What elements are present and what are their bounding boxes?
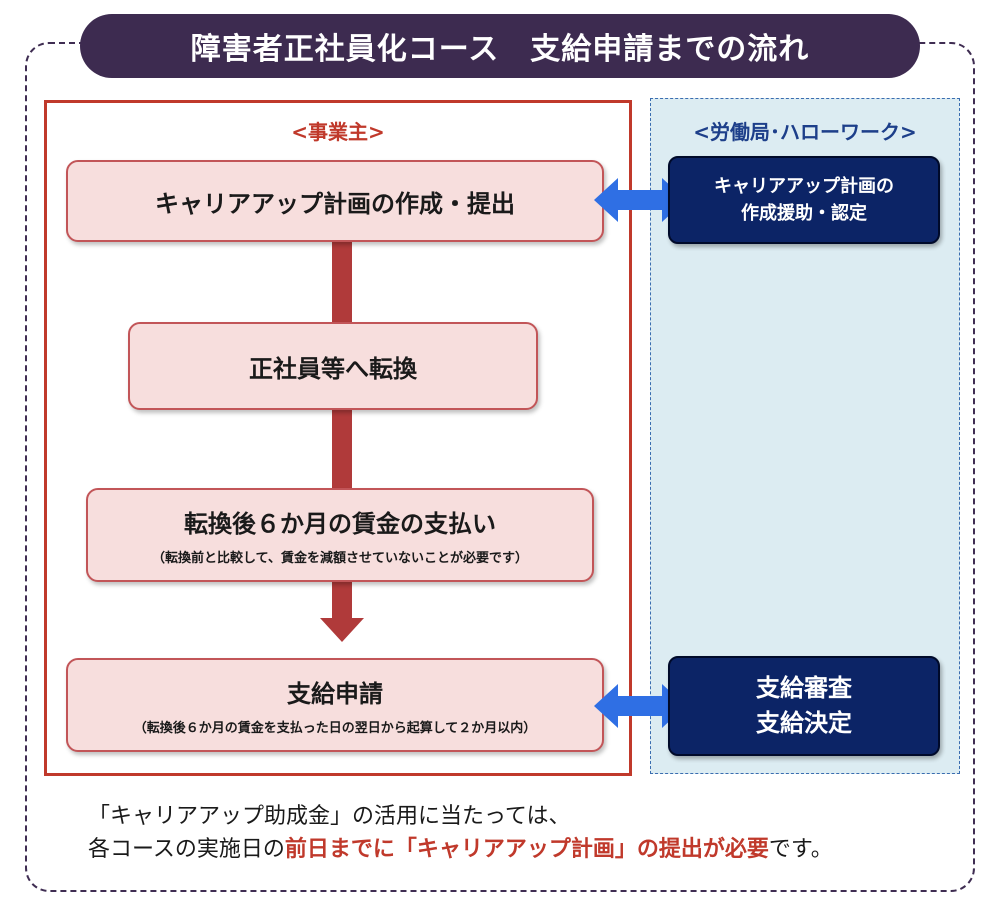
footer-line-1: 「キャリアアップ助成金」の活用に当たっては、 (88, 804, 571, 829)
step-conversion-to-regular: 正社員等へ転換 (128, 322, 538, 410)
box-line: 作成援助・認定 (741, 203, 867, 224)
step-note: （転換後６か月の賃金を支払った日の翌日から起算して２か月以内） (133, 721, 537, 736)
step-label: 転換後６か月の賃金の支払い (184, 510, 496, 538)
footer-suffix: です。 (768, 837, 833, 862)
diagram-title: 障害者正社員化コース 支給申請までの流れ (80, 14, 920, 78)
footer-note: 「キャリアアップ助成金」の活用に当たっては、 各コースの実施日の前日までに「キャ… (88, 800, 948, 866)
plan-support-certification-box: キャリアアップ計画の 作成援助・認定 (668, 156, 940, 244)
double-arrow-icon (594, 684, 686, 728)
footer-emphasis: 前日までに「キャリアアップ計画」の提出が必要 (284, 837, 769, 862)
step-label: 正社員等へ転換 (249, 354, 417, 383)
box-line: 支給審査 (756, 674, 852, 703)
down-arrow-icon (320, 618, 364, 642)
step-career-up-plan: キャリアアップ計画の作成・提出 (66, 160, 604, 242)
review-decision-box: 支給審査 支給決定 (668, 656, 940, 756)
step-wage-payment: 転換後６か月の賃金の支払い （転換前と比較して、賃金を減額させていないことが必要… (86, 488, 594, 582)
flow-connector (332, 410, 352, 492)
flow-connector (332, 240, 352, 324)
box-line: 支給決定 (756, 709, 852, 737)
step-label: 支給申請 (287, 680, 383, 708)
footer-line-2: 各コースの実施日の前日までに「キャリアアップ計画」の提出が必要です。 (88, 833, 948, 866)
employer-heading: <事業主> (291, 120, 385, 144)
box-line: キャリアアップ計画の (714, 176, 894, 197)
footer-prefix: 各コースの実施日の (88, 837, 285, 862)
step-label: キャリアアップ計画の作成・提出 (155, 189, 515, 218)
step-subsidy-application: 支給申請 （転換後６か月の賃金を支払った日の翌日から起算して２か月以内） (66, 658, 604, 752)
flow-connector (332, 580, 352, 620)
step-note: （転換前と比較して、賃金を減額させていないことが必要です） (152, 551, 528, 566)
labor-bureau-heading: <労働局･ハローワーク> (693, 120, 917, 144)
double-arrow-icon (594, 178, 686, 222)
